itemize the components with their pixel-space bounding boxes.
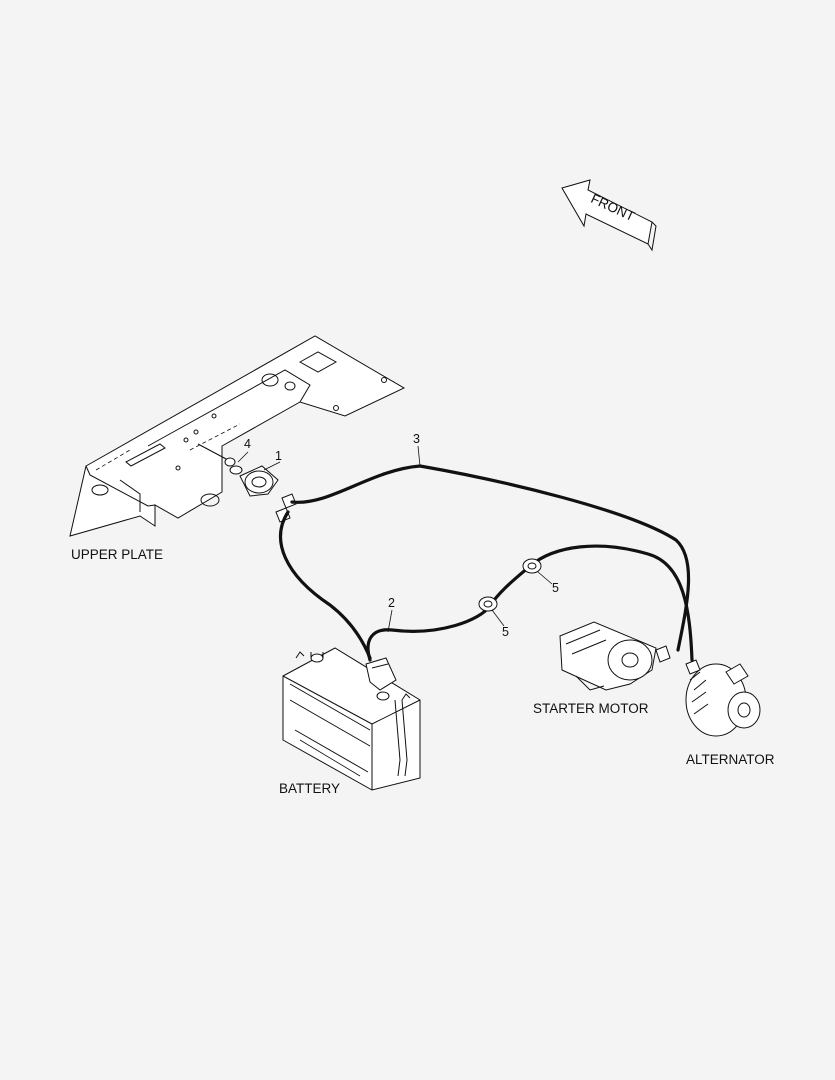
cable-clamp-a (478, 596, 498, 612)
alternator-label: ALTERNATOR (686, 752, 775, 767)
callout-4: 4 (237, 437, 251, 463)
upper-plate (69, 335, 406, 537)
starter-motor (559, 621, 671, 691)
alternator (685, 659, 761, 737)
main-cable (279, 464, 691, 660)
callout-1: 1 (263, 449, 282, 471)
callout-5b: 5 (537, 571, 559, 595)
callout-4-number: 4 (244, 437, 251, 451)
cable-clamp-b (522, 558, 542, 574)
battery-label: BATTERY (279, 781, 340, 796)
callout-5a: 5 (491, 609, 509, 639)
callout-1-number: 1 (275, 449, 282, 463)
disconnect-switch (239, 465, 297, 523)
front-arrow: FRONT (561, 179, 657, 252)
callout-5b-number: 5 (552, 581, 559, 595)
callout-3-number: 3 (413, 432, 420, 446)
nut (197, 443, 243, 475)
callout-5a-number: 5 (502, 625, 509, 639)
callout-2-number: 2 (388, 596, 395, 610)
battery-terminal-boot (365, 657, 397, 691)
callout-2: 2 (387, 596, 395, 633)
starter-motor-label: STARTER MOTOR (533, 701, 649, 716)
battery-cable (366, 544, 694, 662)
callout-3: 3 (413, 432, 421, 467)
upper-plate-label: UPPER PLATE (71, 547, 163, 562)
battery (282, 647, 421, 791)
